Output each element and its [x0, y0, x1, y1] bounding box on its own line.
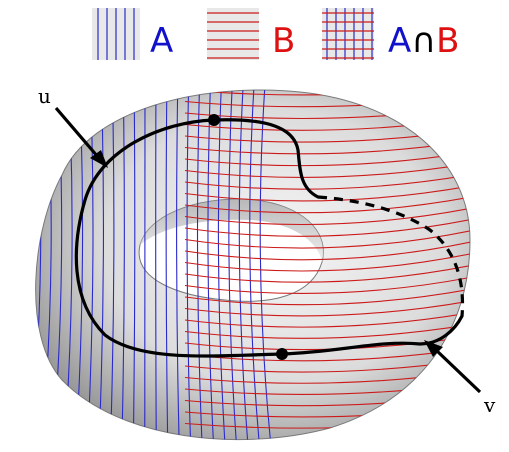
torus-surface [35, 89, 471, 441]
legend-label-intersection-cap: ∩ [411, 21, 436, 61]
label-v: v [483, 393, 496, 417]
hatch-line-a [165, 90, 169, 440]
legend-label-intersection-a: A [388, 21, 411, 61]
arrow-u-head [90, 150, 108, 168]
legend-item-intersection: A∩B [322, 8, 459, 61]
loop-curve-hidden [317, 195, 465, 317]
hatch-line-b [184, 239, 471, 261]
point-u [208, 114, 220, 126]
loop-curve [74, 114, 465, 360]
hatch-line-b [184, 310, 471, 328]
grid-lines-swatch [322, 8, 374, 60]
hatch-line-b [184, 205, 471, 226]
label-v-group: v [424, 340, 496, 417]
arrow-v-head [424, 340, 443, 357]
hatch-line-a [259, 90, 273, 440]
loop-curve-front [74, 118, 464, 358]
hatch-line-b [184, 322, 471, 339]
hatch-line-b [184, 228, 471, 249]
label-u-group: u [38, 84, 108, 168]
legend-swatch-b [207, 8, 259, 60]
hatch-line-b [184, 251, 471, 272]
hatch-line-a [121, 90, 125, 440]
vertical-lines-swatch [97, 8, 135, 60]
hatch-line-b [184, 172, 471, 190]
hatch-line-b [184, 194, 471, 214]
hatch-line-a [155, 90, 157, 440]
legend-item-a: A [92, 8, 173, 61]
hatch-line-b [184, 298, 471, 317]
label-u: u [38, 84, 51, 108]
legend-label-a: A [150, 21, 173, 61]
arrow-v-line [434, 348, 482, 394]
arrow-u-line [54, 106, 100, 159]
torus-hole-shading [140, 199, 324, 262]
hatch-line-b [184, 161, 471, 178]
hatch-line-a [176, 90, 180, 440]
hatch-line-b [184, 263, 471, 283]
point-v [276, 348, 288, 360]
hatch-line-b [184, 286, 471, 306]
legend-item-b: B [207, 8, 295, 61]
legend-label-intersection: A∩B [388, 21, 459, 61]
legend: A B A∩B [92, 8, 459, 61]
horizontal-lines-swatch [207, 12, 259, 59]
hatch-line-b [184, 183, 471, 202]
hatch-line-b [184, 275, 471, 294]
legend-label-b: B [272, 21, 295, 61]
legend-label-intersection-b: B [436, 21, 459, 61]
hatch-line-b [184, 217, 471, 237]
hatch-line-a [132, 90, 136, 440]
hatch-line-b [184, 90, 471, 96]
legend-swatch-intersection [322, 8, 374, 60]
